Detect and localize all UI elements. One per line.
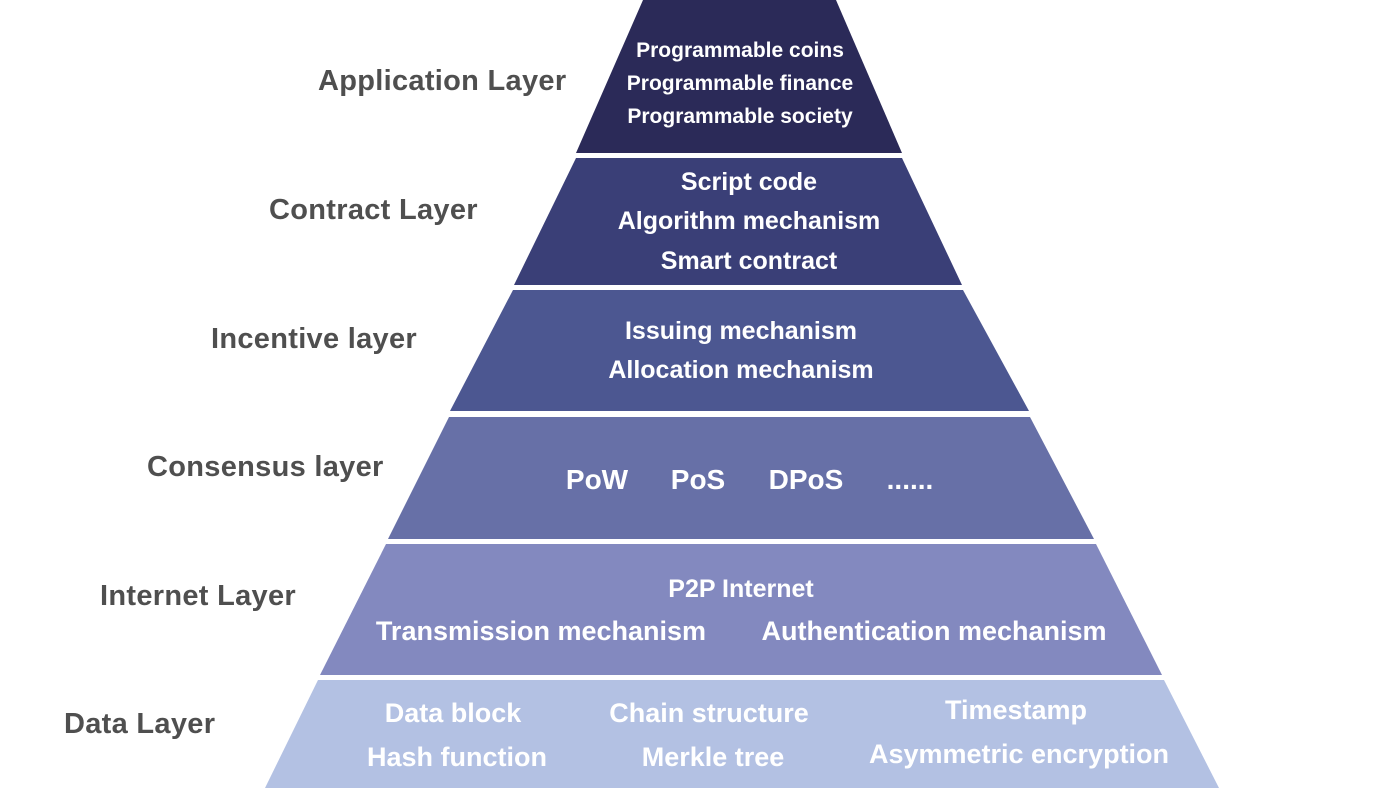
contract-layer-band — [514, 158, 962, 285]
internet-layer-band — [320, 544, 1162, 675]
data-item: Data block — [384, 698, 522, 728]
data-item: Merkle tree — [641, 742, 785, 772]
consensus-item: DPoS — [768, 464, 844, 495]
internet-item: P2P Internet — [668, 575, 814, 603]
application-layer-band — [576, 0, 902, 153]
data-layer-band — [265, 680, 1219, 788]
data-item: Timestamp — [944, 695, 1088, 725]
contract-item: Algorithm mechanism — [617, 207, 881, 235]
incentive-layer-label: Incentive layer — [211, 323, 417, 355]
data-item: Hash function — [367, 742, 547, 772]
consensus-item: PoW — [565, 464, 629, 495]
data-item: Asymmetric encryption — [868, 739, 1170, 769]
consensus-item: ...... — [886, 464, 934, 495]
consensus-item: PoS — [670, 464, 726, 495]
application-item: Programmable coins — [636, 39, 844, 62]
contract-item: Smart contract — [660, 247, 838, 275]
consensus-layer-label: Consensus layer — [147, 451, 384, 483]
data-layer-label: Data Layer — [64, 708, 216, 740]
data-item: Chain structure — [609, 698, 809, 728]
incentive-item: Allocation mechanism — [608, 356, 874, 384]
internet-item: Authentication mechanism — [761, 616, 1107, 646]
consensus-layer-band — [388, 417, 1094, 539]
application-item: Programmable finance — [626, 72, 854, 95]
application-layer-label: Application Layer — [318, 65, 567, 97]
internet-layer-label: Internet Layer — [100, 580, 296, 612]
incentive-item: Issuing mechanism — [624, 317, 858, 345]
contract-item: Script code — [680, 168, 818, 196]
internet-item: Transmission mechanism — [375, 616, 707, 646]
incentive-layer-band — [450, 290, 1029, 411]
contract-layer-label: Contract Layer — [269, 194, 478, 226]
application-item: Programmable society — [627, 105, 853, 128]
